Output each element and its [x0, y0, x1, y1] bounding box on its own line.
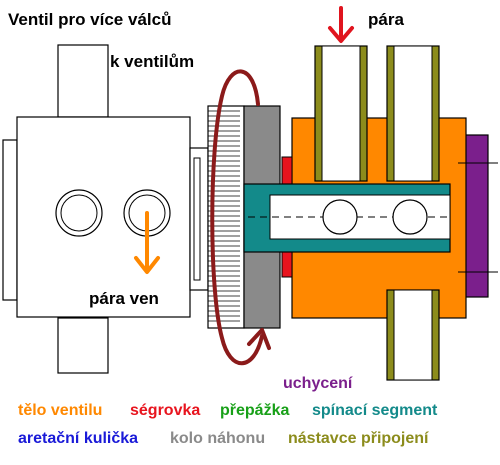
legend-partition: přepážka	[220, 402, 289, 419]
left-flange	[2, 139, 18, 301]
legend-segrovka: ségrovka	[130, 402, 200, 419]
legend: uchycení tělo ventilu ségrovka přepážka …	[18, 375, 438, 447]
rotation-arrowhead	[247, 328, 271, 350]
connector-top-right	[386, 45, 440, 182]
bottom-pipe	[57, 317, 109, 374]
label-to-valves: k ventilům	[110, 52, 194, 71]
mount-plate	[463, 134, 489, 298]
switch-segment	[243, 183, 451, 253]
legend-drive-wheel: kolo náhonu	[170, 430, 265, 447]
legend-connectors: nástavce připojení	[288, 430, 429, 447]
segment-port-right	[392, 199, 428, 235]
legend-mount: uchycení	[283, 375, 353, 392]
steam-in-arrow	[328, 6, 354, 43]
left-valve-block	[2, 44, 209, 374]
segrovka-upper	[281, 156, 293, 186]
segrovka-lower	[281, 248, 293, 278]
legend-detent-ball: aretační kulička	[18, 430, 138, 447]
label-steam-out: pára ven	[89, 289, 159, 308]
segment-port-left	[322, 199, 358, 235]
rotation-arrow	[210, 69, 271, 366]
steam-inlet-body	[243, 6, 498, 381]
top-pipe	[57, 44, 109, 118]
connector-top-left	[314, 45, 368, 182]
legend-body: tělo ventilu	[18, 402, 102, 419]
port-left	[55, 189, 103, 237]
diagram-title: Ventil pro více válců	[8, 10, 171, 29]
connector-bottom-right	[386, 289, 440, 381]
rotation-arc	[210, 69, 264, 366]
legend-switch-segment: spínací segment	[312, 402, 438, 419]
collar-inner	[193, 157, 201, 281]
steam-out-arrow	[134, 211, 160, 274]
label-steam-in: pára	[368, 10, 404, 29]
